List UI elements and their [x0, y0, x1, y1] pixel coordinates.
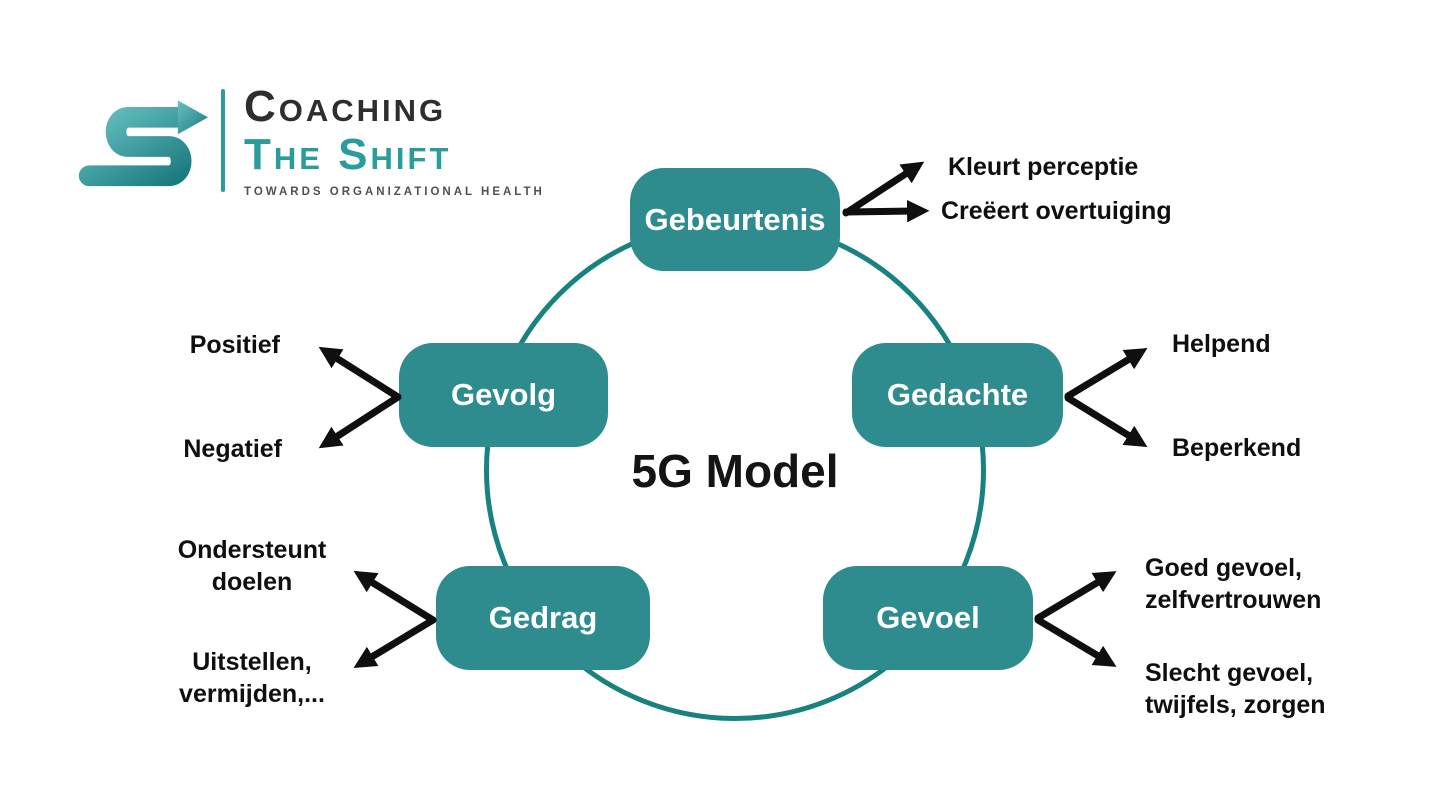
logo-brand-line2: The Shift [244, 130, 452, 179]
label-kleurt-perceptie: Kleurt perceptie [948, 153, 1139, 181]
node-gevolg-label: Gevolg [450, 377, 557, 412]
node-gedachte: Gedachte [852, 343, 1063, 447]
node-gedrag: Gedrag [436, 566, 650, 670]
node-gebeurtenis-label: Gebeurtenis [644, 201, 826, 237]
arrow-gevoel-top [1034, 571, 1117, 622]
label-slecht-gevoel-line1: Slecht gevoel, [1145, 659, 1314, 687]
label-creeert-overtuiging: Creëert overtuiging [941, 197, 1172, 225]
node-gevoel: Gevoel [823, 566, 1033, 670]
node-gevoel-label: Gevoel [876, 600, 980, 635]
arrow-gedrag-bottom [353, 616, 437, 668]
logo: Coaching The Shift TOWARDS ORGANIZATIONA… [244, 82, 545, 199]
label-goed-gevoel: Goed gevoel, zelfvertrouwen [1145, 552, 1321, 616]
arrow-gebeurtenis-top [842, 161, 925, 217]
arrow-gevolg-top [318, 346, 402, 401]
diagram-title: 5G Model [631, 445, 839, 497]
label-slecht-gevoel: Slecht gevoel, twijfels, zorgen [1145, 657, 1326, 721]
label-ondersteunt-doelen: Ondersteunt doelen [158, 534, 346, 598]
arrow-gevolg-bottom [318, 393, 402, 449]
label-goed-gevoel-line2: zelfvertrouwen [1145, 586, 1322, 614]
logo-brand-line1: Coaching [244, 82, 447, 131]
node-gevolg: Gevolg [399, 343, 608, 447]
node-gedrag-label: Gedrag [488, 600, 598, 635]
label-ondersteunt-doelen-line2: doelen [211, 568, 293, 596]
label-beperkend: Beperkend [1172, 434, 1302, 462]
label-uitstellen-vermijden-line1: Uitstellen, [192, 648, 312, 676]
label-positief: Positief [189, 331, 280, 359]
logo-tagline: TOWARDS ORGANIZATIONAL HEALTH [244, 186, 545, 198]
label-uitstellen-vermijden: Uitstellen, vermijden,... [158, 646, 346, 710]
label-slecht-gevoel-line2: twijfels, zorgen [1145, 691, 1326, 719]
arrow-gedachte-bottom [1064, 394, 1148, 448]
node-gedachte-label: Gedachte [886, 377, 1029, 412]
node-gebeurtenis: Gebeurtenis [630, 168, 840, 271]
label-uitstellen-vermijden-line2: vermijden,... [179, 680, 325, 708]
arrow-gebeurtenis-bottom [842, 199, 930, 223]
label-helpend: Helpend [1172, 330, 1271, 358]
label-negatief: Negatief [183, 435, 282, 463]
label-ondersteunt-doelen-line1: Ondersteunt [177, 536, 327, 564]
arrow-gedrag-top [353, 570, 437, 624]
shift-s-arrow-icon [78, 100, 208, 187]
logo-divider [221, 89, 225, 192]
arrow-gevoel-bottom [1034, 616, 1117, 667]
arrow-gedachte-top [1064, 348, 1148, 400]
label-goed-gevoel-line1: Goed gevoel, [1145, 554, 1302, 582]
